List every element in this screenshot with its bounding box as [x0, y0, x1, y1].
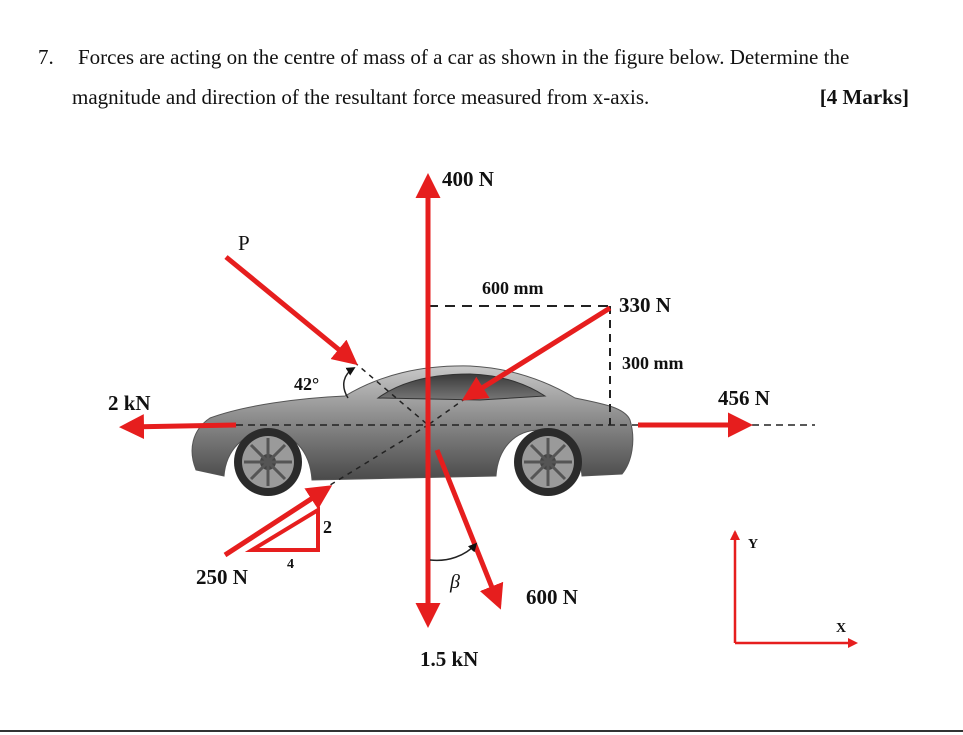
label-2kn: 2 kN: [108, 391, 151, 415]
label-slope-run: 4: [287, 557, 294, 572]
label-y-axis: Y: [748, 537, 758, 552]
force-600n-arrow: [434, 449, 504, 610]
label-p: P: [238, 231, 250, 255]
slope-triangle: [244, 506, 320, 552]
question-marks: [4 Marks]: [819, 85, 909, 109]
f250-line-extension: [321, 424, 429, 491]
label-250n: 250 N: [196, 565, 248, 589]
label-600n: 600 N: [526, 585, 578, 609]
label-beta: β: [449, 571, 460, 593]
label-x-axis: X: [836, 621, 846, 636]
front-wheel: [514, 428, 582, 496]
label-42-degrees: 42°: [294, 374, 319, 394]
question-text-line2: magnitude and direction of the resultant…: [72, 85, 650, 109]
label-456n: 456 N: [718, 386, 770, 410]
question-text-line1: Forces are acting on the centre of mass …: [78, 45, 850, 69]
question-number: 7.: [38, 45, 54, 69]
beta-angle-arc: [429, 542, 478, 562]
label-330n: 330 N: [619, 293, 671, 317]
p-angle-arc: [342, 367, 356, 399]
force-arrows: [119, 173, 753, 628]
force-p-arrow: [224, 255, 358, 366]
force-250n-arrow: [223, 485, 333, 558]
f330-line-extension: [427, 397, 467, 426]
rear-wheel: [234, 428, 302, 496]
y-axis-arrowhead: [730, 530, 740, 540]
label-1-5kn: 1.5 kN: [420, 647, 478, 671]
label-slope-rise: 2: [323, 517, 332, 537]
page-bottom-edge: [0, 730, 963, 732]
angle-arcs: [342, 367, 478, 562]
p-line-extension: [353, 361, 429, 426]
x-axis-arrowhead: [848, 638, 858, 648]
car-illustration: [191, 365, 634, 496]
label-400n: 400 N: [442, 167, 494, 191]
coordinate-axes: [730, 530, 858, 648]
force-330n-arrow: [461, 305, 612, 401]
force-2kn-arrow: [119, 414, 237, 440]
label-600mm: 600 mm: [482, 278, 544, 298]
car-window: [376, 373, 547, 401]
label-300mm: 300 mm: [622, 353, 684, 373]
